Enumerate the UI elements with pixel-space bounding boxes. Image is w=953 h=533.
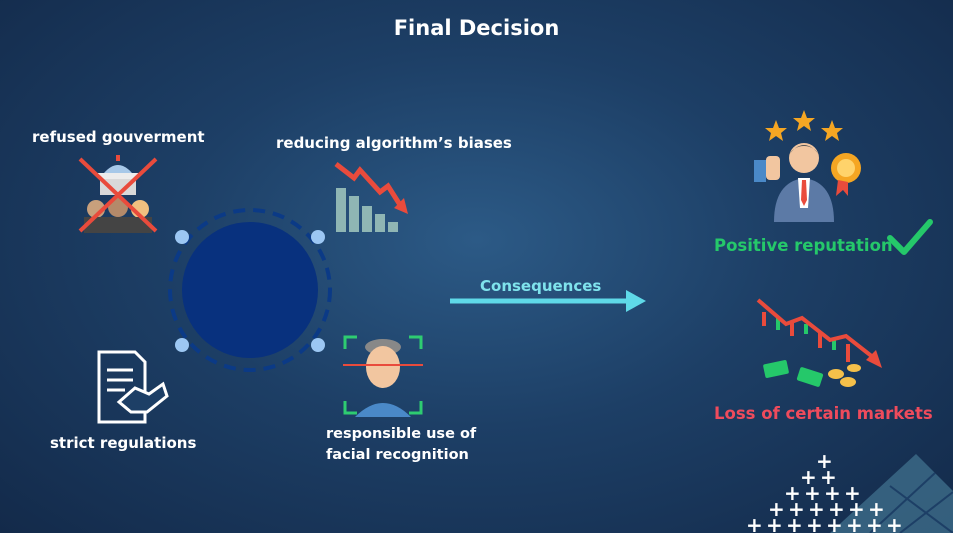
positive-reputation-label: Positive reputation bbox=[714, 236, 893, 255]
page-title: Final Decision bbox=[393, 16, 560, 40]
svg-text:+: + bbox=[768, 497, 785, 521]
facial-recognition-label: responsible use of facial recognition bbox=[326, 424, 476, 466]
svg-text:+: + bbox=[766, 513, 783, 533]
corner-decoration: + ++ ++++ ++++++ ++++++++ bbox=[746, 449, 953, 533]
refused-gov-label: refused gouverment bbox=[32, 128, 205, 146]
consequences-arrow bbox=[450, 290, 646, 312]
face-scan-icon bbox=[343, 335, 423, 417]
svg-text:+: + bbox=[788, 497, 805, 521]
svg-text:+: + bbox=[826, 513, 843, 533]
contract-handshake-icon bbox=[97, 350, 169, 424]
reducing-bias-label: reducing algorithm’s biases bbox=[276, 134, 512, 152]
svg-text:+: + bbox=[866, 513, 883, 533]
government-crossed-icon bbox=[78, 155, 158, 233]
svg-text:+: + bbox=[806, 513, 823, 533]
market-loss-icon bbox=[756, 298, 882, 387]
svg-text:+: + bbox=[808, 497, 825, 521]
svg-text:+: + bbox=[804, 481, 821, 505]
svg-text:+: + bbox=[746, 513, 763, 533]
svg-text:+: + bbox=[824, 481, 841, 505]
svg-text:+: + bbox=[828, 497, 845, 521]
svg-text:+: + bbox=[816, 449, 833, 473]
central-circle bbox=[168, 208, 332, 372]
svg-text:+: + bbox=[784, 481, 801, 505]
svg-text:+: + bbox=[820, 465, 837, 489]
facial-recognition-line1: responsible use of bbox=[326, 426, 477, 442]
strict-regulations-label: strict regulations bbox=[50, 434, 197, 452]
svg-text:+: + bbox=[848, 497, 865, 521]
svg-text:+: + bbox=[846, 513, 863, 533]
facial-recognition-line2: facial recognition bbox=[326, 447, 469, 463]
loss-markets-label: Loss of certain markets bbox=[714, 404, 933, 423]
svg-text:+: + bbox=[786, 513, 803, 533]
check-icon bbox=[887, 219, 933, 255]
svg-text:+: + bbox=[886, 513, 903, 533]
svg-text:+: + bbox=[868, 497, 885, 521]
svg-text:+: + bbox=[844, 481, 861, 505]
consequences-label: Consequences bbox=[480, 277, 602, 295]
svg-text:+: + bbox=[800, 465, 817, 489]
decreasing-chart-icon bbox=[334, 162, 408, 232]
businessman-reputation-icon bbox=[754, 110, 861, 222]
